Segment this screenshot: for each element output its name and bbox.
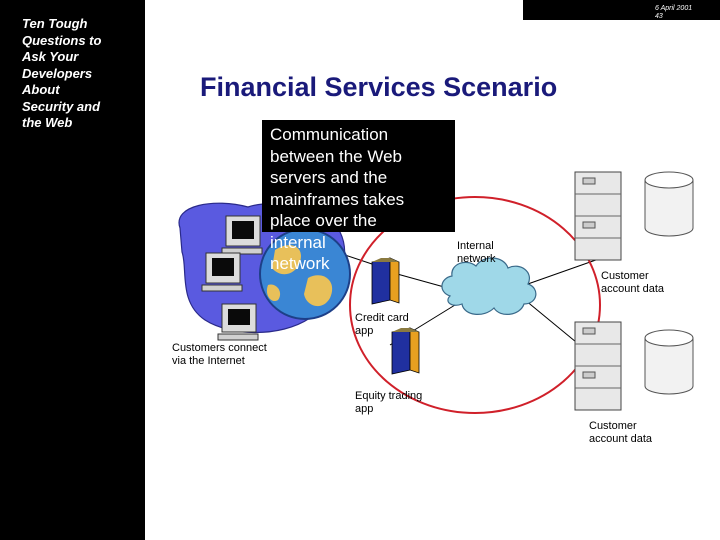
callout-text: Communication between the Web servers an…	[270, 125, 405, 273]
internal-network-ellipse	[349, 196, 601, 414]
database-icon	[644, 329, 694, 395]
customer-data-label-1: Customer account data	[601, 270, 664, 295]
globe-icon	[259, 228, 351, 320]
header-bar	[523, 0, 720, 20]
computer-icon	[221, 215, 263, 255]
credit-card-app-label: Credit card app	[355, 312, 409, 337]
computer-icon	[217, 303, 259, 341]
slide-title: Financial Services Scenario	[200, 72, 558, 102]
sidebar-title: Ten Tough Questions to Ask Your Develope…	[22, 16, 102, 130]
slide-date: 6 April 2001 43	[655, 5, 693, 20]
network-diagram	[178, 171, 694, 414]
database-icon	[644, 171, 694, 237]
mainframe-icon	[574, 321, 622, 411]
customers-label: Customers connect via the Internet	[172, 342, 267, 367]
computer-icon	[201, 252, 243, 292]
customer-data-label-2: Customer account data	[589, 420, 652, 445]
internal-network-label: Internal network	[457, 240, 496, 265]
equity-trading-server-icon	[391, 327, 420, 375]
sidebar: Ten Tough Questions to Ask Your Develope…	[0, 0, 145, 540]
callout-box	[262, 120, 455, 232]
internal-network-cloud	[441, 257, 537, 315]
credit-card-server-icon	[371, 257, 400, 305]
mainframe-icon	[574, 171, 622, 261]
equity-trading-app-label: Equity trading app	[355, 390, 423, 415]
